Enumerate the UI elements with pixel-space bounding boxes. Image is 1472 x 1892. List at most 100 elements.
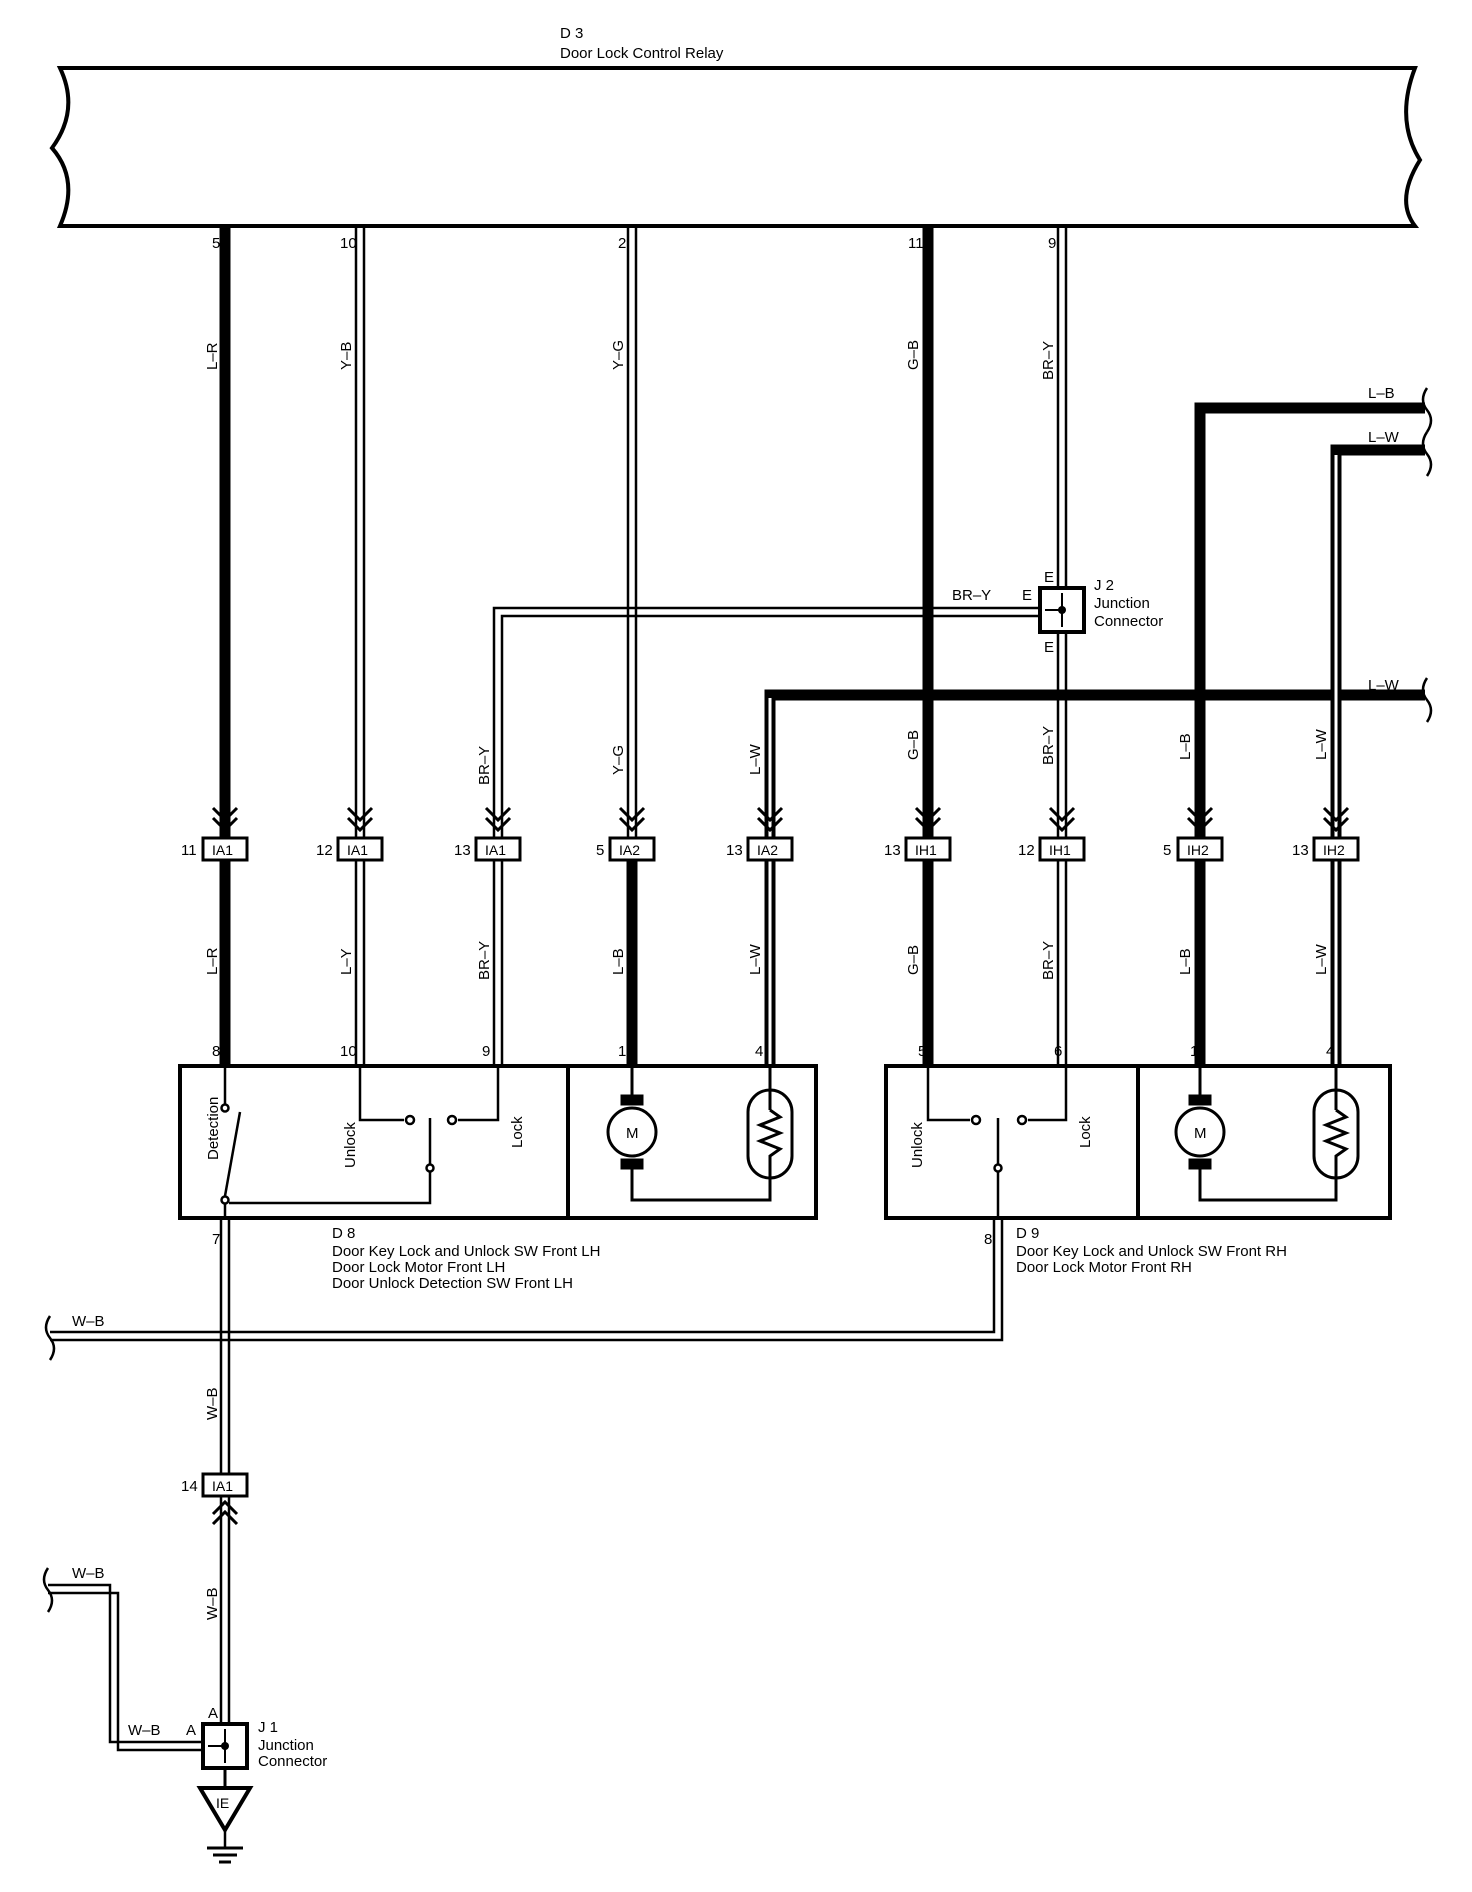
- label-lr-low: L–R: [204, 947, 221, 975]
- label-lw-low2: L–W: [1313, 943, 1330, 975]
- j2-code: J 2: [1094, 577, 1114, 594]
- relay-pin-11: 11: [908, 235, 924, 252]
- svg-text:IA1: IA1: [347, 842, 368, 858]
- d9-resistor: [1312, 1066, 1360, 1180]
- wire-bry-branch-b: [500, 614, 1045, 840]
- inline-connectors: IA1 11 IA1 12 IA1 13 IA2 5 IA2 13 IH1 13: [181, 806, 1360, 862]
- wires: [48, 228, 1425, 1752]
- svg-text:IA1: IA1: [212, 1478, 233, 1494]
- d8-code: D 8: [332, 1225, 355, 1242]
- component-d8: 8 10 9 1 4 7 Detection Unlock Lock: [178, 1043, 818, 1292]
- label-lw-h-top: L–W: [1368, 429, 1400, 446]
- connector-ia2-5: IA2 5: [596, 836, 656, 862]
- svg-text:5: 5: [596, 842, 604, 859]
- wire-lw-right: [1330, 444, 1425, 1065]
- label-gb-top: G–B: [905, 340, 922, 370]
- label-lw-low: L–W: [747, 943, 764, 975]
- svg-text:IA2: IA2: [619, 842, 640, 858]
- break-lb: [1421, 387, 1433, 433]
- break-wb-mid: [44, 1315, 56, 1361]
- svg-text:13: 13: [726, 842, 743, 859]
- j2-pin-bottom: E: [1044, 639, 1054, 656]
- j2-junction-connector: E E E J 2 Junction Connector: [1022, 569, 1163, 656]
- svg-text:11: 11: [181, 842, 197, 859]
- d8-detection-label: Detection: [205, 1097, 222, 1160]
- label-lb-mid: L–B: [1177, 733, 1194, 760]
- label-yb: Y–B: [338, 342, 355, 370]
- label-bry-top: BR–Y: [1040, 341, 1057, 380]
- label-bry-mid: BR–Y: [1040, 726, 1057, 765]
- d8-pin-4: 4: [755, 1043, 763, 1060]
- d9-pin-8: 8: [984, 1231, 992, 1248]
- d8-name-2: Door Lock Motor Front LH: [332, 1259, 505, 1276]
- break-wb-left: [42, 1567, 54, 1613]
- wire-labels: L–R Y–B Y–G G–B BR–Y BR–Y Y–G L–W G–B BR…: [72, 340, 1400, 1739]
- d9-motor-label: M: [1194, 1125, 1207, 1142]
- svg-text:12: 12: [316, 842, 333, 859]
- break-lw-mid: [1421, 677, 1433, 723]
- d8-detection-switch: [220, 1066, 432, 1218]
- j2-name-2: Connector: [1094, 613, 1163, 630]
- ground-code: IE: [216, 1795, 229, 1811]
- j1-pin-left: A: [186, 1722, 196, 1739]
- d9-pin-4: 4: [1326, 1043, 1334, 1060]
- label-lw-h-mid: L–W: [1368, 677, 1400, 694]
- relay-pin-9: 9: [1048, 235, 1056, 252]
- connector-ih2-13: IH2 13: [1292, 836, 1360, 862]
- j1-code: J 1: [258, 1719, 278, 1736]
- svg-text:IH1: IH1: [1049, 842, 1071, 858]
- chevrons: [211, 806, 1350, 833]
- connector-ih2-5: IH2 5: [1163, 836, 1224, 862]
- j1-name-2: Connector: [258, 1753, 327, 1770]
- label-wb-j1: W–B: [128, 1722, 161, 1739]
- svg-text:IH2: IH2: [1323, 842, 1345, 858]
- wire-bry-branch-a: [492, 606, 1045, 840]
- break-lw-top: [1421, 431, 1433, 477]
- wire-breaks: [42, 387, 1433, 1613]
- ground-triangle: [196, 1786, 254, 1834]
- svg-text:IA2: IA2: [757, 842, 778, 858]
- svg-text:13: 13: [884, 842, 901, 859]
- label-lr-top: L–R: [204, 342, 221, 370]
- svg-text:14: 14: [181, 1478, 198, 1495]
- label-ly: L–Y: [338, 948, 355, 975]
- relay-pin-2: 2: [618, 235, 626, 252]
- relay-d3: D 3 Door Lock Control Relay: [49, 25, 1423, 228]
- svg-text:IH1: IH1: [915, 842, 937, 858]
- d9-pin-5: 5: [918, 1043, 926, 1060]
- label-wb-v1: W–B: [204, 1387, 221, 1420]
- wire-wb-left-a: [48, 1583, 205, 1744]
- relay-pin-10: 10: [340, 235, 357, 252]
- d8-pin-8: 8: [212, 1043, 220, 1060]
- svg-text:13: 13: [454, 842, 471, 859]
- connector-ia1-13: IA1 13: [454, 836, 522, 862]
- d8-resistor: [746, 1066, 794, 1180]
- svg-text:IH2: IH2: [1187, 842, 1209, 858]
- label-bry-low2: BR–Y: [1040, 941, 1057, 980]
- connector-ia2-13: IA2 13: [726, 836, 794, 862]
- svg-text:IA1: IA1: [212, 842, 233, 858]
- label-gb-low: G–B: [905, 945, 922, 975]
- d9-lock-switch: [926, 1066, 1068, 1218]
- svg-text:5: 5: [1163, 842, 1171, 859]
- ia1-14-chevron: [211, 1499, 239, 1526]
- label-lw-mid: L–W: [747, 743, 764, 775]
- label-wb-h: W–B: [72, 1313, 105, 1330]
- connector-ih1-12: IH1 12: [1018, 836, 1086, 862]
- j2-pin-left: E: [1022, 587, 1032, 604]
- label-lb-low: L–B: [610, 948, 627, 975]
- svg-text:13: 13: [1292, 842, 1309, 859]
- j1-junction-connector: A A J 1 Junction Connector: [186, 1705, 327, 1770]
- d9-pin-6: 6: [1054, 1043, 1062, 1060]
- wire-wb-h-a: [50, 1218, 996, 1334]
- d8-pin-7: 7: [212, 1231, 220, 1248]
- d8-pin-10: 10: [340, 1043, 357, 1060]
- j2-name-1: Junction: [1094, 595, 1150, 612]
- relay-name: Door Lock Control Relay: [560, 45, 724, 62]
- label-yg-mid: Y–G: [610, 745, 627, 775]
- d9-name-2: Door Lock Motor Front RH: [1016, 1259, 1192, 1276]
- d8-name-3: Door Unlock Detection SW Front LH: [332, 1275, 573, 1292]
- d9-name-1: Door Key Lock and Unlock SW Front RH: [1016, 1243, 1287, 1260]
- svg-text:12: 12: [1018, 842, 1035, 859]
